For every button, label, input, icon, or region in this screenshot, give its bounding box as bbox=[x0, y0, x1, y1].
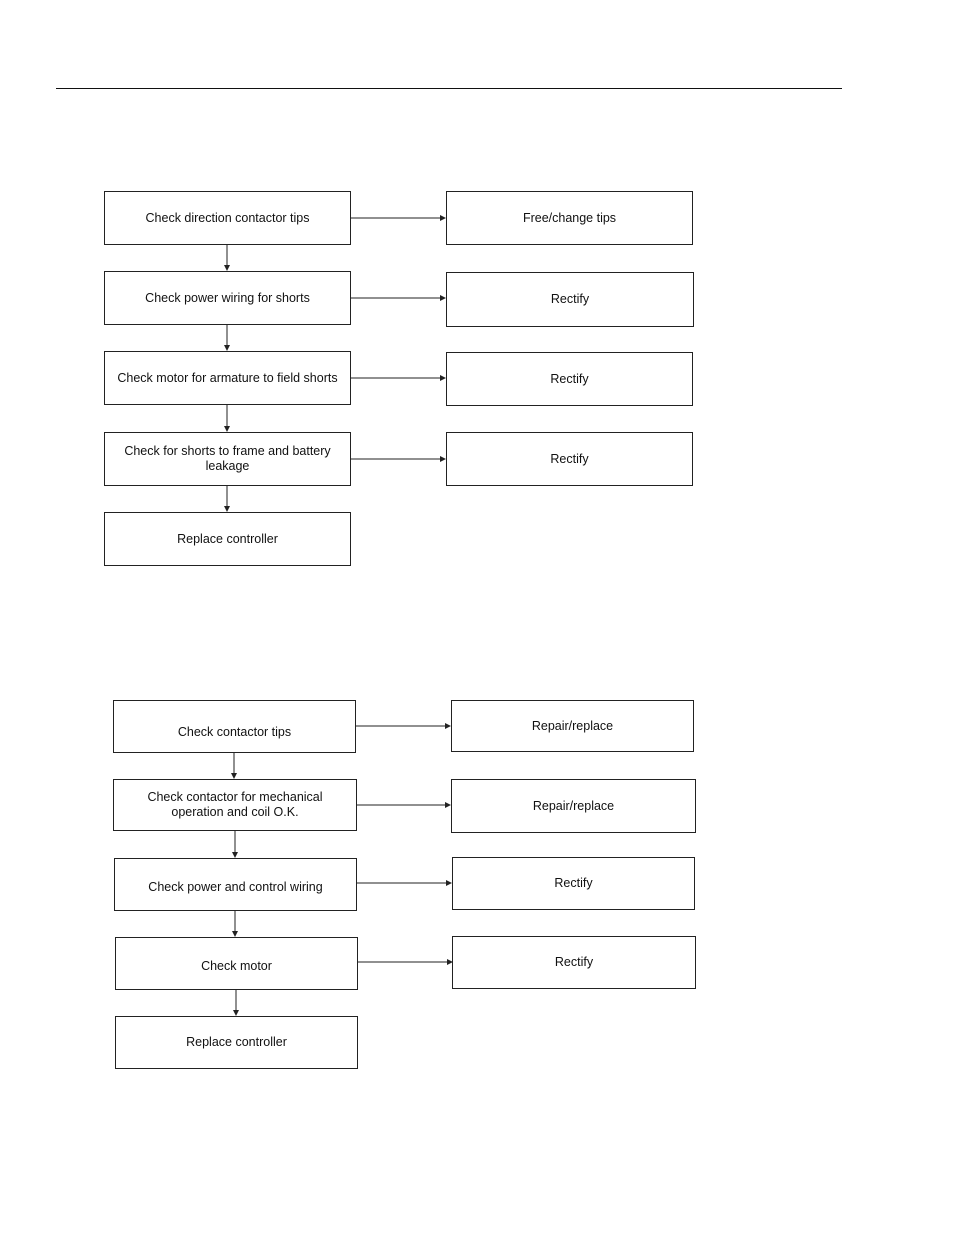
fc2-action-box-3: Rectify bbox=[452, 857, 695, 910]
fc2-action-box-1: Repair/replace bbox=[451, 700, 694, 752]
fc1-action-box-4: Rectify bbox=[446, 432, 693, 486]
fc1-check-box-2: Check power wiring for shorts bbox=[104, 271, 351, 325]
fc1-action-box-1: Free/change tips bbox=[446, 191, 693, 245]
fc2-check-box-3: Check power and control wiring bbox=[114, 858, 357, 911]
fc1-check-box-3: Check motor for armature to field shorts bbox=[104, 351, 351, 405]
fc1-check-box-5: Replace controller bbox=[104, 512, 351, 566]
header-rule bbox=[56, 88, 842, 89]
fc2-check-box-1: Check contactor tips bbox=[113, 700, 356, 753]
fc2-check-box-4: Check motor bbox=[115, 937, 358, 990]
fc1-action-box-2: Rectify bbox=[446, 272, 694, 327]
fc1-check-box-1: Check direction contactor tips bbox=[104, 191, 351, 245]
fc2-check-box-5: Replace controller bbox=[115, 1016, 358, 1069]
fc2-action-box-4: Rectify bbox=[452, 936, 696, 989]
fc1-check-box-4: Check for shorts to frame and battery le… bbox=[104, 432, 351, 486]
fc2-action-box-2: Repair/replace bbox=[451, 779, 696, 833]
fc2-check-box-2: Check contactor for mechanical operation… bbox=[113, 779, 357, 831]
fc1-action-box-3: Rectify bbox=[446, 352, 693, 406]
